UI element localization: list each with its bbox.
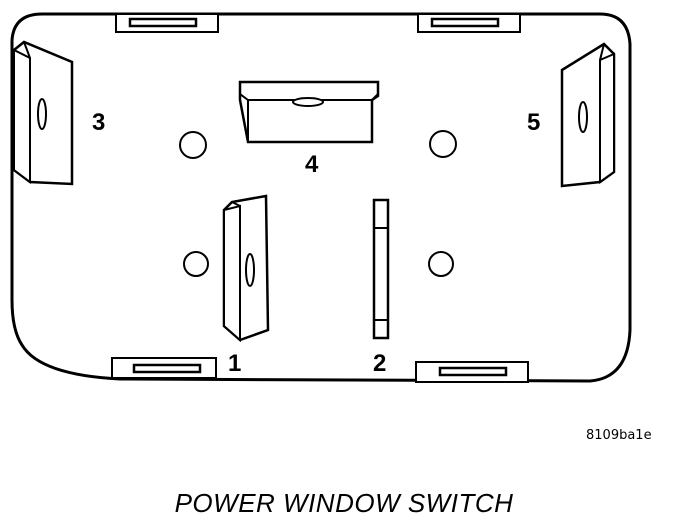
terminal-3-blade: [12, 40, 74, 186]
terminal-5-label: 5: [527, 109, 541, 136]
diagram-caption: POWER WINDOW SWITCH: [174, 488, 514, 518]
terminal-1-label: 1: [228, 350, 242, 377]
top-latch-tab-left: [115, 13, 219, 33]
switch-housing-outline: [10, 12, 632, 383]
mounting-hole-lower-right: [428, 251, 454, 277]
bottom-latch-tab-right: [415, 361, 529, 383]
mounting-hole-upper-left: [179, 131, 207, 159]
terminal-3-label: 3: [92, 109, 106, 136]
terminal-1-blade: [222, 194, 270, 343]
mounting-hole-lower-left: [183, 251, 209, 277]
figure-code: 8109ba1e: [586, 428, 652, 443]
terminal-2-blade: [372, 198, 390, 340]
top-latch-tab-right: [417, 13, 521, 33]
terminal-5-blade: [560, 42, 616, 188]
bottom-latch-tab-left: [111, 357, 217, 379]
terminal-4-label: 4: [305, 151, 319, 178]
mounting-hole-upper-right: [429, 130, 457, 158]
terminal-2-label: 2: [373, 350, 387, 377]
terminal-4-blade: [238, 80, 380, 144]
